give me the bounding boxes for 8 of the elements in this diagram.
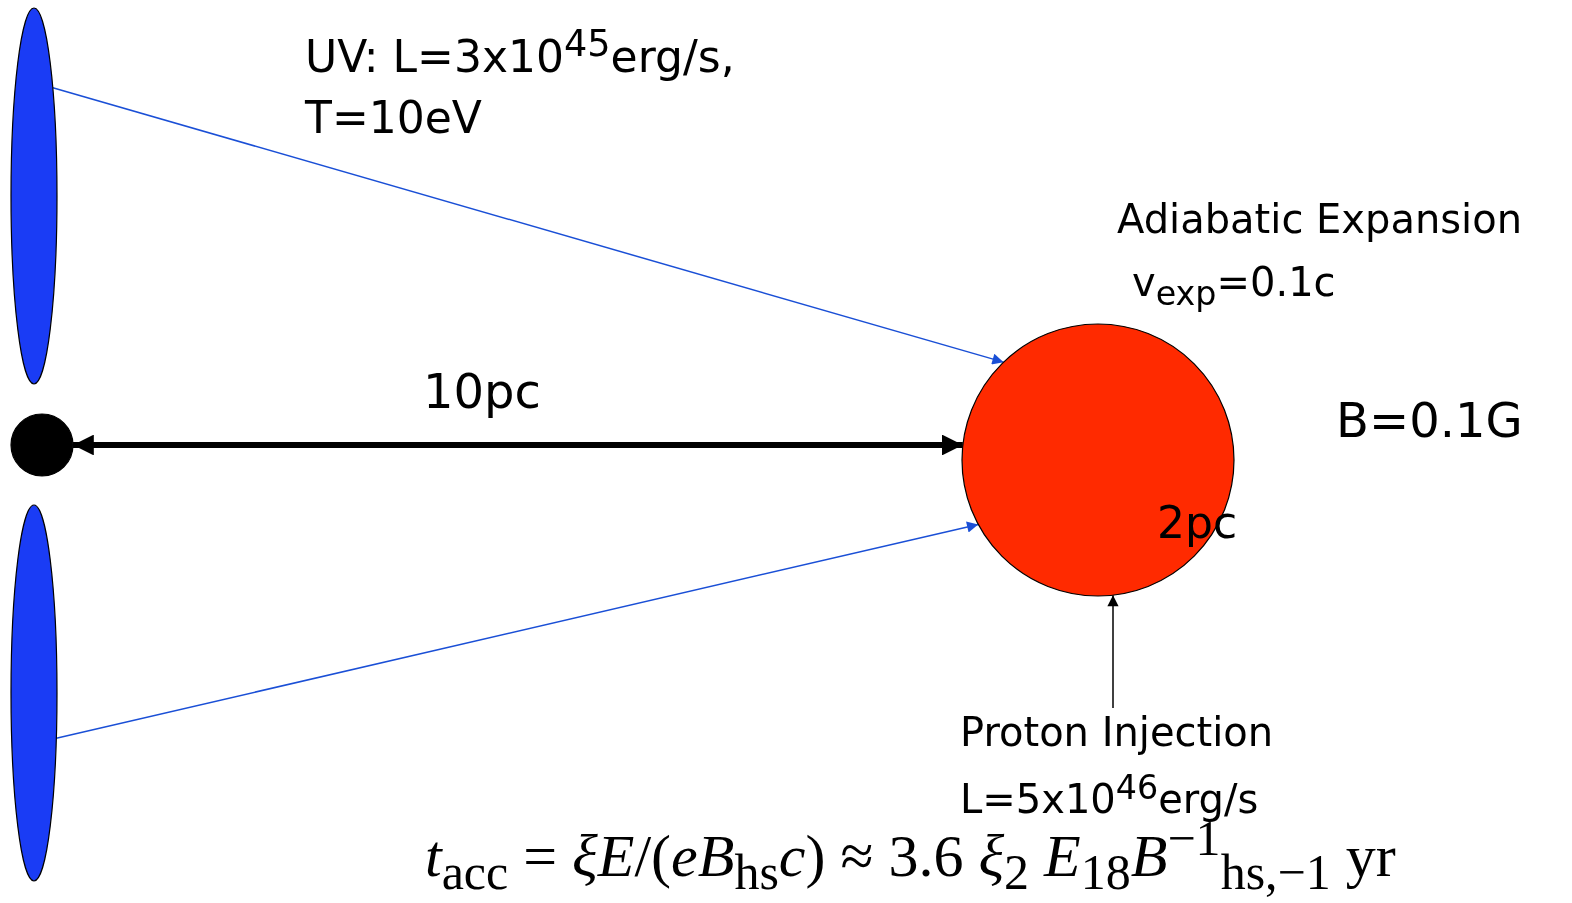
annotation-text: Adiabatic Expansion — [1117, 195, 1523, 243]
annotation-text: v$_{exp}$=0.1c — [1132, 258, 1336, 314]
luminosity-text: UV: L=3x10$^{45}$erg/s, T=10eV — [305, 21, 736, 146]
annotation-text: Proton Injection — [960, 708, 1274, 756]
arrow — [1107, 594, 1119, 709]
arrow — [73, 434, 963, 456]
annotation-text: B=0.1G — [1336, 392, 1523, 450]
edge-label: 10pc — [423, 363, 541, 421]
